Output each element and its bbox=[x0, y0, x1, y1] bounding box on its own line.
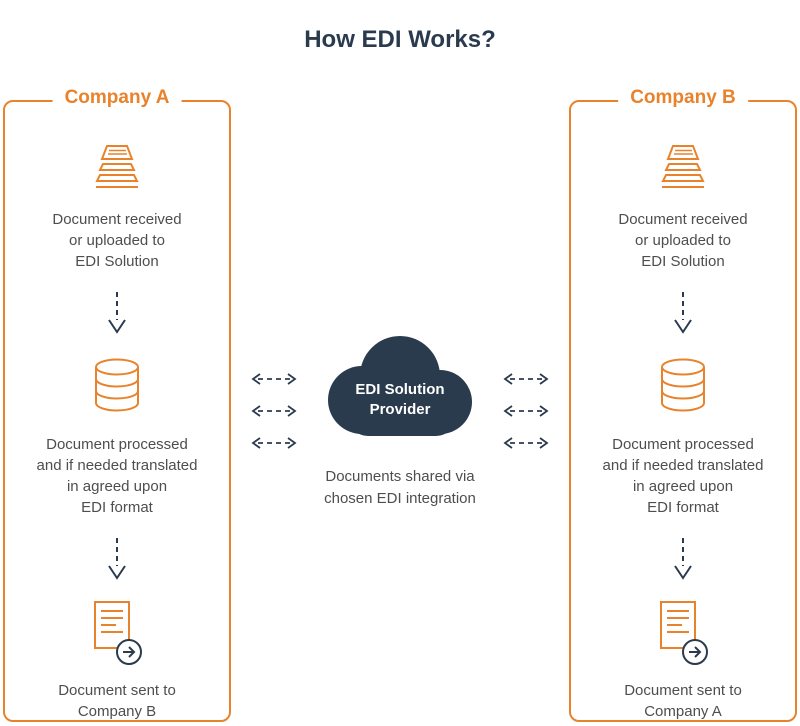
arrows-left bbox=[250, 372, 298, 455]
company-a-label: Company A bbox=[52, 87, 182, 109]
down-arrow-icon bbox=[671, 536, 695, 587]
company-b-label: Company B bbox=[618, 87, 748, 109]
document-stack-icon bbox=[654, 144, 712, 195]
database-icon bbox=[91, 357, 143, 420]
bidirectional-arrow-icon bbox=[250, 372, 298, 391]
down-arrow-icon bbox=[671, 290, 695, 341]
arrows-right bbox=[502, 372, 550, 455]
step-text-received: Document received or uploaded to EDI Sol… bbox=[618, 211, 748, 270]
cloud-icon bbox=[310, 336, 490, 456]
bidirectional-arrow-icon bbox=[502, 404, 550, 423]
company-a-panel: Company A Document received or uploaded … bbox=[3, 87, 231, 722]
document-stack-icon bbox=[88, 144, 146, 195]
step-text-sent: Document sent to Company B bbox=[58, 682, 176, 720]
database-icon bbox=[657, 357, 709, 420]
bidirectional-arrow-icon bbox=[250, 436, 298, 455]
step-text-processed: Document processed and if needed transla… bbox=[36, 436, 198, 516]
down-arrow-icon bbox=[105, 290, 129, 341]
cloud-label: EDI Solution Provider bbox=[355, 381, 445, 418]
down-arrow-icon bbox=[105, 536, 129, 587]
integration-caption: Documents shared via chosen EDI integrat… bbox=[324, 468, 476, 507]
step-text-processed: Document processed and if needed transla… bbox=[602, 436, 764, 516]
step-text-received: Document received or uploaded to EDI Sol… bbox=[52, 211, 182, 270]
company-b-panel: Company B Document received or uploaded … bbox=[569, 87, 797, 722]
bidirectional-arrow-icon bbox=[250, 404, 298, 423]
edi-provider-cloud: EDI Solution Provider bbox=[310, 328, 490, 452]
bidirectional-arrow-icon bbox=[502, 436, 550, 455]
step-text-sent: Document sent to Company A bbox=[624, 682, 742, 720]
page-title: How EDI Works? bbox=[304, 26, 496, 53]
document-sent-icon bbox=[86, 599, 148, 674]
bidirectional-arrow-icon bbox=[502, 372, 550, 391]
document-sent-icon bbox=[652, 599, 714, 674]
